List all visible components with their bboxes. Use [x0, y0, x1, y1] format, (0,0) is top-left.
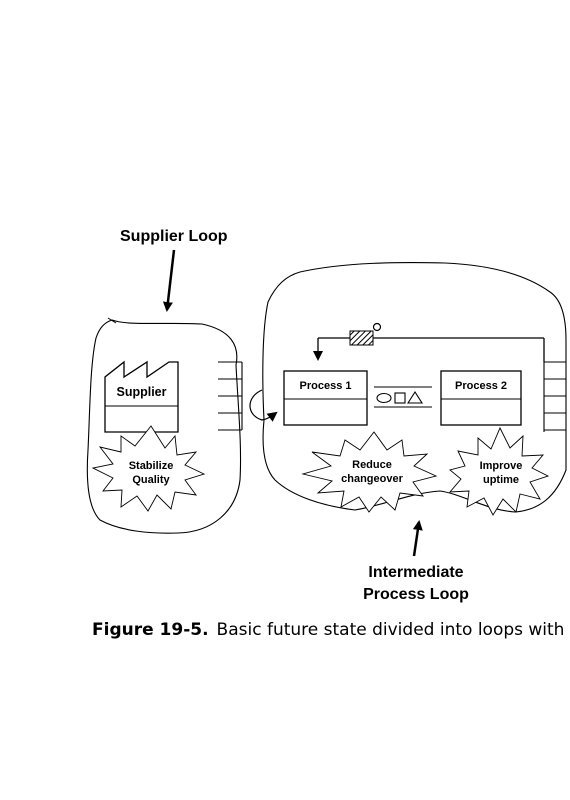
- fifo-shapes-icon: [374, 386, 432, 408]
- stabilize-label-line1: Stabilize: [129, 460, 174, 472]
- factory-icon: [104, 360, 179, 433]
- process-1-box: [283, 370, 368, 426]
- supplier-loop-arrow-icon: [162, 249, 176, 312]
- kaizen-burst-icon: [448, 426, 550, 516]
- process-loop-arrow-icon: [412, 520, 423, 557]
- intermediate-label-line2: Process Loop: [363, 586, 469, 603]
- reduce-label-line2: changeover: [341, 473, 403, 485]
- improve-label-line1: Improve: [480, 460, 523, 472]
- caption-text: Basic future state divided into loops wi…: [216, 620, 565, 640]
- kaizen-burst-icon: [91, 425, 206, 512]
- withdrawal-line: [313, 337, 545, 362]
- process-loop-outline: [262, 262, 567, 513]
- supplier-label: Supplier: [116, 385, 166, 399]
- reduce-label-line1: Reduce: [352, 459, 392, 471]
- figure-number: Figure 19-5.: [92, 620, 209, 640]
- improve-label-line2: uptime: [483, 474, 519, 486]
- stabilize-label-line2: Quality: [132, 474, 170, 486]
- process-2-data-box: [543, 361, 566, 432]
- process-2-box: [440, 370, 522, 426]
- kanban-post-icon: [349, 322, 382, 346]
- supplier-data-box: [218, 361, 243, 431]
- outline-tick: [107, 317, 117, 324]
- intermediate-label-line1: Intermediate: [368, 564, 463, 581]
- supplier-loop-outline: [86, 319, 242, 534]
- kaizen-burst-icon: [301, 431, 438, 513]
- figure-caption: Figure 19-5. Basic future state divided i…: [92, 620, 564, 640]
- shipment-arrow-icon: [249, 389, 278, 422]
- process-1-label: Process 1: [300, 380, 352, 392]
- process-2-label: Process 2: [455, 380, 507, 392]
- supplier-loop-label: Supplier Loop: [120, 228, 228, 245]
